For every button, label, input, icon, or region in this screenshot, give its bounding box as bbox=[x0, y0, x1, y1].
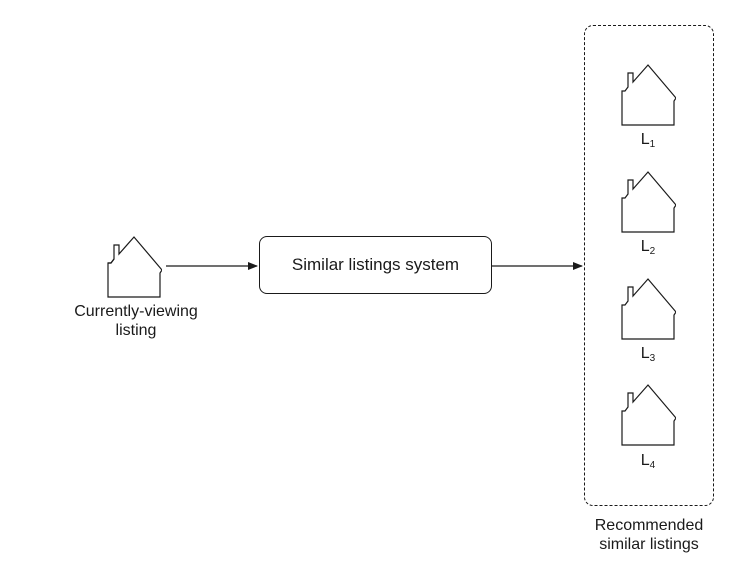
house-icon bbox=[621, 278, 676, 340]
recommendations-container bbox=[584, 25, 714, 506]
listing-label-4: L4 bbox=[628, 452, 668, 471]
listing-label-1: L1 bbox=[628, 131, 668, 150]
house-icon bbox=[107, 236, 162, 298]
listing-letter: L bbox=[640, 345, 650, 362]
currently-viewing-listing-label: Currently-viewing listing bbox=[56, 302, 216, 340]
listing-index: 4 bbox=[649, 460, 656, 471]
house-icon bbox=[621, 171, 676, 233]
similar-listings-system-box: Similar listings system bbox=[259, 236, 492, 294]
recommended-similar-listings-label: Recommended similar listings bbox=[569, 516, 729, 554]
listing-letter: L bbox=[640, 131, 650, 148]
label-line: similar listings bbox=[599, 536, 699, 553]
house-icon bbox=[621, 384, 676, 446]
house-icon bbox=[621, 64, 676, 126]
system-label: Similar listings system bbox=[291, 255, 460, 274]
listing-letter: L bbox=[640, 452, 650, 469]
label-line: listing bbox=[115, 322, 157, 339]
label-line: Recommended bbox=[594, 517, 704, 534]
listing-index: 1 bbox=[649, 139, 656, 150]
listing-index: 2 bbox=[649, 246, 656, 257]
listing-label-2: L2 bbox=[628, 238, 668, 257]
listing-label-3: L3 bbox=[628, 345, 668, 364]
label-line: Currently-viewing bbox=[74, 303, 198, 320]
listing-index: 3 bbox=[649, 353, 656, 364]
listing-letter: L bbox=[640, 238, 650, 255]
